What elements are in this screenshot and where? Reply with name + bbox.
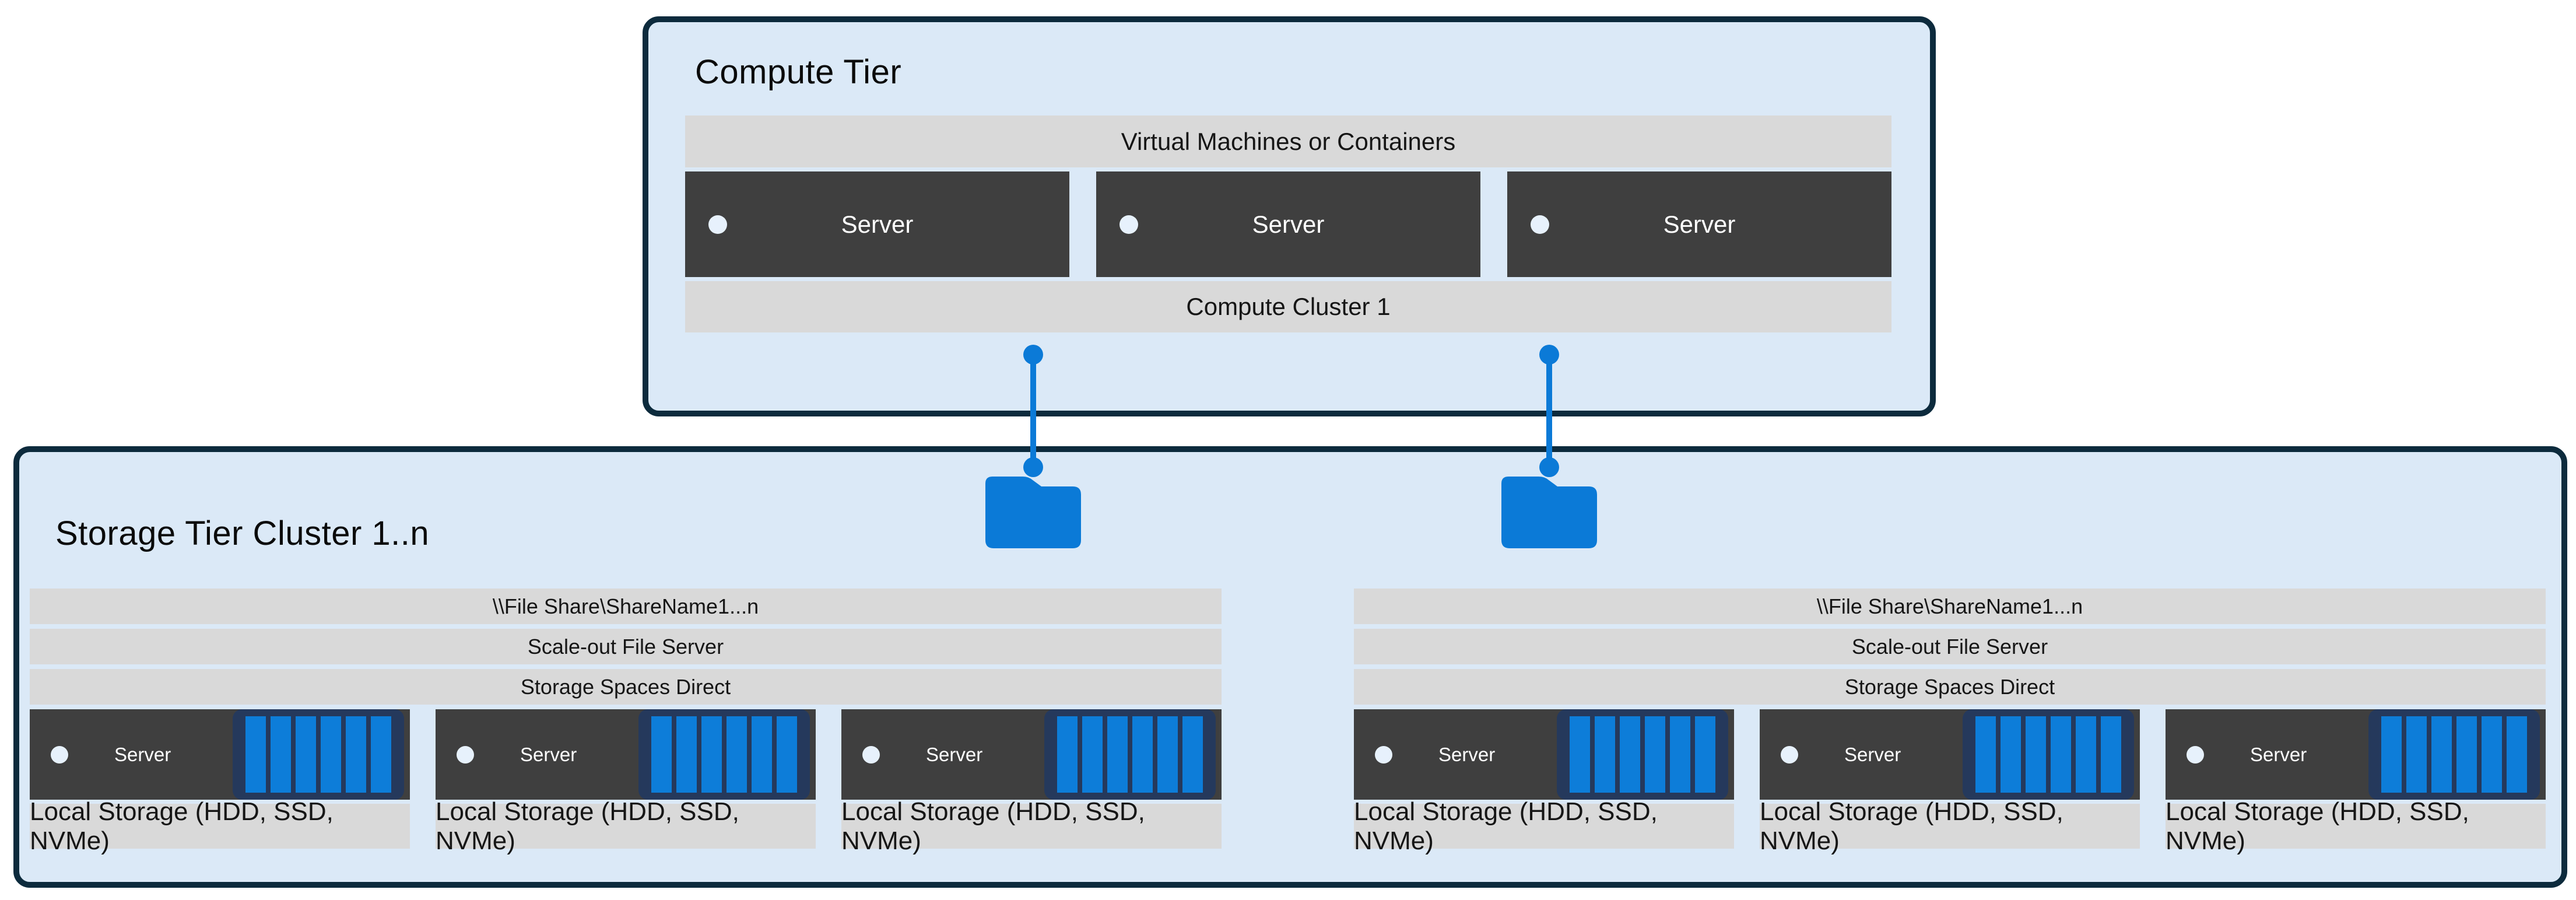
status-dot-icon — [708, 215, 727, 234]
local-storage-row: Local Storage (HDD, SSD, NVMe) Local Sto… — [30, 797, 1222, 855]
connector-dot-icon — [1539, 345, 1559, 365]
local-storage-bar: Local Storage (HDD, SSD, NVMe) — [1354, 797, 1734, 855]
file-share-bar: \\File Share\ShareName1...n — [1354, 589, 2546, 624]
storage-server-row: Server Server — [1354, 709, 2546, 800]
storage-server: Server — [30, 709, 410, 800]
storage-tier-title: Storage Tier Cluster 1..n — [55, 514, 430, 552]
status-dot-icon — [2187, 745, 2204, 764]
disk-array-icon — [1963, 709, 2134, 800]
storage-spaces-direct-bar: Storage Spaces Direct — [1354, 669, 2546, 705]
storage-server-row: Server Server — [30, 709, 1222, 800]
local-storage-bar: Local Storage (HDD, SSD, NVMe) — [436, 797, 816, 855]
file-share-bar: \\File Share\ShareName1...n — [30, 589, 1222, 624]
storage-server: Server — [2166, 709, 2546, 800]
server-label: Server — [1252, 210, 1325, 238]
server-label: Server — [841, 210, 914, 238]
compute-server: Server — [1507, 171, 1891, 277]
disk-array-icon — [1044, 709, 1216, 800]
local-storage-bar: Local Storage (HDD, SSD, NVMe) — [841, 797, 1222, 855]
local-storage-bar: Local Storage (HDD, SSD, NVMe) — [1760, 797, 2140, 855]
local-storage-bar: Local Storage (HDD, SSD, NVMe) — [30, 797, 410, 855]
status-dot-icon — [51, 745, 68, 764]
compute-server: Server — [1096, 171, 1480, 277]
folder-icon — [985, 477, 1081, 548]
storage-server: Server — [841, 709, 1222, 800]
server-label: Server — [1438, 743, 1496, 765]
local-storage-row: Local Storage (HDD, SSD, NVMe) Local Sto… — [1354, 797, 2546, 855]
server-label: Server — [2250, 743, 2307, 765]
storage-server: Server — [1354, 709, 1734, 800]
server-label: Server — [1663, 210, 1736, 238]
status-dot-icon — [1375, 745, 1392, 764]
compute-tier-box: Compute Tier Virtual Machines or Contain… — [643, 16, 1936, 416]
compute-cluster-bar: Compute Cluster 1 — [685, 281, 1891, 332]
compute-server: Server — [685, 171, 1069, 277]
disk-array-icon — [2368, 709, 2540, 800]
compute-tier-title: Compute Tier — [695, 53, 902, 91]
status-dot-icon — [457, 745, 474, 764]
connector-dot-icon — [1023, 457, 1043, 477]
status-dot-icon — [1531, 215, 1549, 234]
server-label: Server — [114, 743, 171, 765]
disk-array-icon — [1557, 709, 1728, 800]
scale-out-file-server-bar: Scale-out File Server — [30, 629, 1222, 664]
folder-icon — [1501, 477, 1597, 548]
status-dot-icon — [1119, 215, 1138, 234]
scale-out-file-server-bar: Scale-out File Server — [1354, 629, 2546, 664]
server-label: Server — [926, 743, 983, 765]
storage-tier-box: Storage Tier Cluster 1..n \\File Share\S… — [13, 446, 2567, 888]
local-storage-bar: Local Storage (HDD, SSD, NVMe) — [2166, 797, 2546, 855]
connector-dot-icon — [1539, 457, 1559, 477]
disk-array-icon — [233, 709, 404, 800]
status-dot-icon — [862, 745, 880, 764]
disk-array-icon — [638, 709, 810, 800]
storage-cluster: \\File Share\ShareName1...n Scale-out Fi… — [1354, 589, 2546, 855]
vm-containers-bar: Virtual Machines or Containers — [685, 115, 1891, 167]
storage-server: Server — [1760, 709, 2140, 800]
connector-dot-icon — [1023, 345, 1043, 365]
server-label: Server — [1844, 743, 1901, 765]
connector-line — [1546, 353, 1552, 468]
storage-cluster: \\File Share\ShareName1...n Scale-out Fi… — [30, 589, 1222, 855]
connector-line — [1030, 353, 1036, 468]
storage-server: Server — [436, 709, 816, 800]
storage-spaces-direct-bar: Storage Spaces Direct — [30, 669, 1222, 705]
server-label: Server — [520, 743, 577, 765]
compute-server-row: Server Server Server — [685, 171, 1891, 277]
status-dot-icon — [1781, 745, 1798, 764]
